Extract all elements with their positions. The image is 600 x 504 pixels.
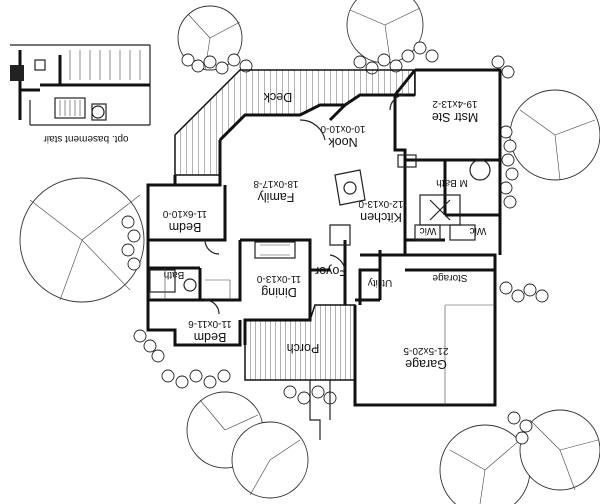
room-name-wic-right: Wic	[470, 225, 487, 236]
room-dims-kitchen: 12-0x13-0	[358, 198, 403, 209]
inset-label: opt. basement stair	[43, 133, 129, 144]
interior-walls	[148, 69, 502, 345]
room-dims-nook: 10-0x10-0	[320, 123, 365, 134]
room-name-nook: Nook	[328, 135, 358, 149]
room-dims-mstr-ste: 19-4x13-2	[432, 98, 477, 109]
room-name-m-bath: M Bath	[436, 177, 468, 188]
room-name-bedm-lower: Bedm	[194, 330, 227, 344]
room-name-dining: Dining	[261, 285, 296, 299]
landscape-trees	[19, 0, 600, 504]
room-name-utility: Utility	[368, 277, 392, 288]
room-name-storage: Storage	[432, 272, 467, 283]
room-dims-bedm-lower: 11-0x11-6	[188, 318, 232, 329]
fixtures	[149, 94, 495, 405]
room-name-bath: Bath	[164, 269, 185, 280]
room-name-deck: Deck	[263, 90, 292, 104]
room-name-bedm-upper: Bedm	[169, 220, 202, 234]
room-dims-bedm-upper: 11-6x10-0	[162, 208, 207, 219]
room-name-family: Family	[257, 190, 295, 204]
room-name-kitchen: Kitchen	[360, 210, 402, 224]
room-labels: Deck Nook 10-0x10-0 Mstr Ste 19-4x13-2 F…	[162, 90, 486, 371]
room-dims-family: 18-0x17-8	[253, 178, 298, 189]
basement-stair-inset: opt. basement stair	[10, 44, 151, 144]
room-dims-garage: 21-5x20-5	[403, 345, 448, 356]
room-name-garage: Garage	[405, 357, 447, 371]
landscape-shrubs	[121, 41, 549, 445]
deck	[174, 69, 416, 176]
room-name-wic-left: Wic	[420, 225, 437, 236]
room-name-porch: Porch	[287, 341, 320, 355]
room-dims-dining: 11-0x13-0	[256, 273, 301, 284]
room-name-mstr-ste: Mstr Ste	[432, 110, 479, 124]
room-name-foyer: Foyer	[315, 264, 347, 278]
